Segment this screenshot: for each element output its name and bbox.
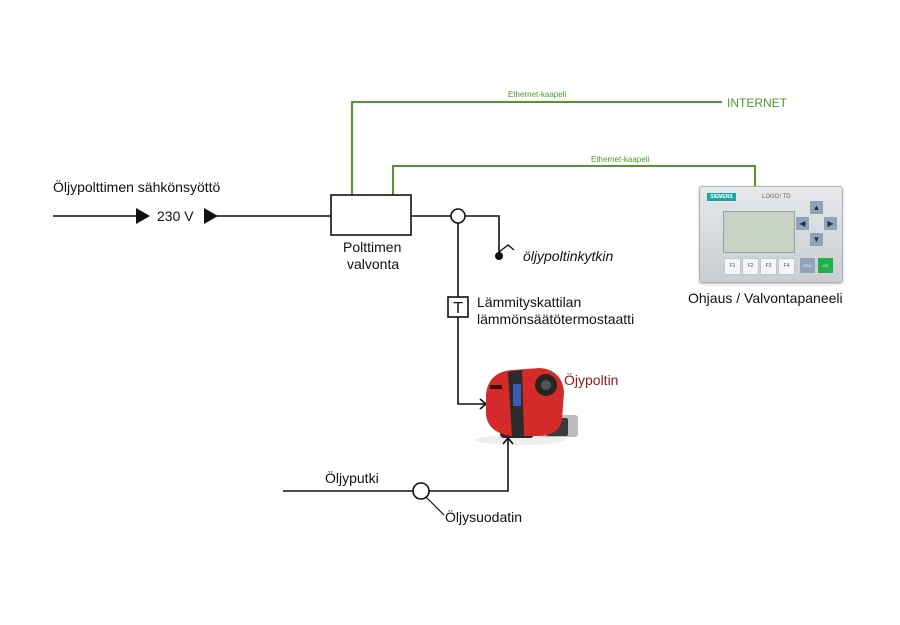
lcd-screen bbox=[723, 211, 795, 253]
ethernet-cable-internet bbox=[351, 101, 722, 195]
oil-filter-circle bbox=[412, 482, 430, 500]
arrow-up-icon[interactable]: ▲ bbox=[810, 201, 823, 214]
monitor-box bbox=[330, 194, 412, 236]
junction-circle bbox=[450, 208, 466, 224]
control-panel: SIEMENS LOGO! TD F1 F2 F3 F4 ESC OK ▲ ◀ … bbox=[699, 186, 843, 283]
esc-key[interactable]: ESC bbox=[800, 258, 815, 273]
ethernet-cable-label-2: Ethernet-kaapeli bbox=[591, 155, 650, 164]
panel-label: Ohjaus / Valvontapaneeli bbox=[688, 290, 843, 306]
switch-contact-icon bbox=[495, 252, 503, 260]
arrow-right-icon[interactable]: ▶ bbox=[824, 217, 837, 230]
oil-input-arrow-icon bbox=[502, 436, 514, 445]
oil-pipe-right bbox=[429, 438, 509, 492]
arrow-down-icon[interactable]: ▼ bbox=[810, 233, 823, 246]
switch-label: öljypoltinkytkin bbox=[523, 248, 614, 264]
f4-key[interactable]: F4 bbox=[778, 258, 795, 275]
supply-arrow-icon bbox=[136, 208, 150, 224]
model-label: LOGO! TD bbox=[762, 194, 791, 200]
f2-key[interactable]: F2 bbox=[742, 258, 759, 275]
ok-key[interactable]: OK bbox=[818, 258, 833, 273]
thermostat-symbol: T bbox=[453, 300, 463, 317]
switch-lever-icon bbox=[498, 244, 515, 253]
supply-arrow-2-icon bbox=[204, 208, 218, 224]
thermostat-label-line2: lämmönsäätötermostaatti bbox=[477, 311, 635, 327]
supply-label: Öljypolttimen sähkönsyöttö bbox=[53, 179, 221, 195]
filter-leader-line bbox=[425, 496, 445, 516]
oil-burner-icon bbox=[475, 368, 578, 445]
brand-badge: SIEMENS bbox=[707, 193, 736, 201]
switch-wire bbox=[465, 215, 500, 255]
thermostat-label-line1: Lämmityskattilan bbox=[477, 294, 582, 310]
monitor-label-line1: Polttimen bbox=[343, 239, 402, 255]
ethernet-cable-panel bbox=[392, 165, 756, 195]
burner-label: Öjypoltin bbox=[564, 372, 619, 388]
f3-key[interactable]: F3 bbox=[760, 258, 777, 275]
control-wire-lower bbox=[457, 317, 485, 405]
oil-filter-label: Öljysuodatin bbox=[445, 509, 523, 525]
voltage-label: 230 V bbox=[157, 208, 194, 224]
oil-pipe-label: Öljyputki bbox=[325, 470, 379, 486]
monitor-label-line2: valvonta bbox=[347, 256, 400, 272]
arrow-left-icon[interactable]: ◀ bbox=[796, 217, 809, 230]
f1-key[interactable]: F1 bbox=[724, 258, 741, 275]
internet-label: INTERNET bbox=[727, 96, 787, 110]
ethernet-cable-label-1: Ethernet-kaapeli bbox=[508, 90, 567, 99]
